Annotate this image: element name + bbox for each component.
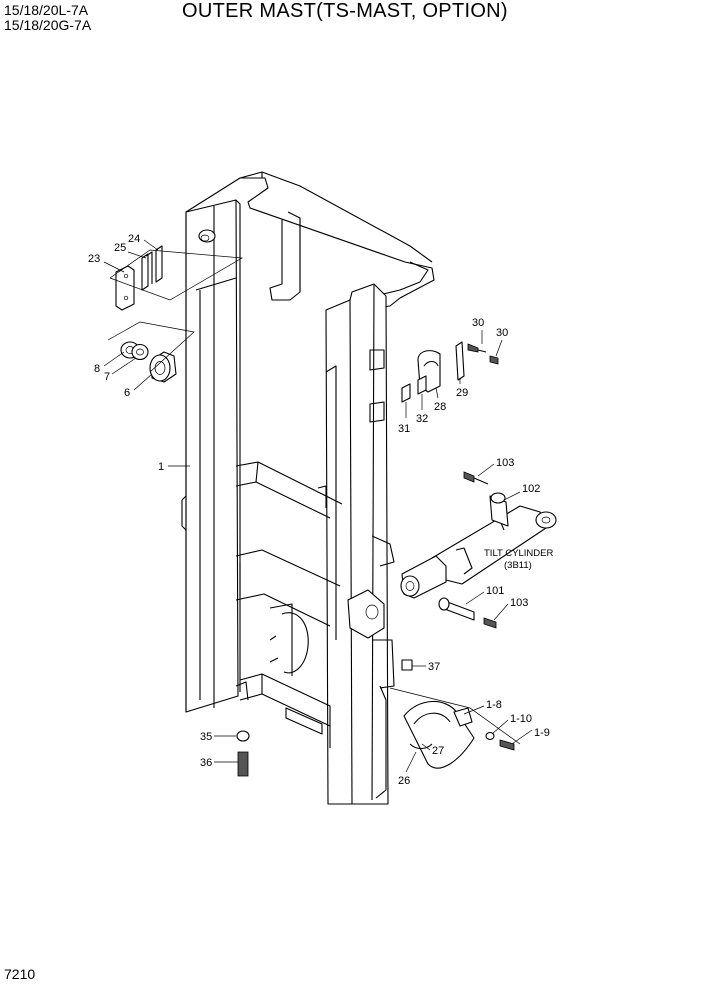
part-35-washer — [236, 730, 250, 742]
callout-23: 23 — [88, 253, 100, 265]
leader-lines — [103, 239, 533, 773]
part-29-bracket — [455, 341, 465, 381]
callout-28: 28 — [434, 401, 446, 413]
side-roller — [198, 229, 216, 243]
callout-102: 102 — [522, 483, 540, 495]
part-31-plate — [401, 383, 411, 403]
callout-30b: 30 — [496, 327, 508, 339]
callout-36: 36 — [200, 757, 212, 769]
callout-32: 32 — [416, 413, 428, 425]
callout-8: 8 — [94, 363, 100, 375]
right-upright-rail — [325, 283, 395, 805]
callout-35: 35 — [200, 731, 212, 743]
part-103-bolt-lower — [483, 617, 497, 629]
callout-6: 6 — [124, 387, 130, 399]
tilt-cylinder-ref: (3B11) — [504, 560, 532, 571]
callout-31: 31 — [398, 423, 410, 435]
part-103-bolt-upper — [463, 471, 489, 485]
part-6-bearing — [149, 351, 177, 383]
middle-crossmember — [235, 461, 395, 627]
assembly-guide-lines-upper — [109, 249, 244, 301]
part-30-bolt-lower — [489, 355, 499, 365]
assembly-guide-lines-lower — [107, 321, 195, 373]
part-23-plate — [115, 265, 135, 311]
part-7-washer — [131, 343, 149, 361]
callout-26: 26 — [398, 775, 410, 787]
part-101-pin — [438, 597, 475, 621]
model-number-line-2: 15/18/20G-7A — [4, 17, 92, 33]
callout-1-8: 1-8 — [486, 699, 502, 711]
callout-103a: 103 — [496, 457, 514, 469]
lower-crossmember — [235, 603, 331, 748]
tilt-cylinder-label: TILT CYLINDER — [484, 548, 553, 559]
part-24-shim — [155, 245, 163, 283]
callout-1-10: 1-10 — [510, 713, 532, 725]
part-32-plate — [417, 375, 427, 395]
model-number-line-1: 15/18/20L-7A — [4, 2, 89, 18]
callout-1: 1 — [158, 461, 164, 473]
part-37-grease-nipple — [401, 659, 413, 671]
part-1-9-bolt — [499, 739, 515, 751]
callout-27: 27 — [432, 745, 444, 757]
assembly-guide-lines-cap — [389, 687, 521, 745]
part-27-shim — [409, 743, 433, 750]
callout-25: 25 — [114, 242, 126, 254]
callout-24: 24 — [128, 233, 140, 245]
part-30-bolt-upper — [467, 343, 487, 353]
part-36-bolt — [237, 751, 249, 777]
callout-1-9: 1-9 — [534, 727, 550, 739]
part-102-pin — [489, 492, 509, 527]
tilt-cylinder — [400, 505, 557, 599]
left-upright-rail — [181, 199, 241, 713]
callout-7: 7 — [104, 371, 110, 383]
callout-29: 29 — [456, 387, 468, 399]
callout-101: 101 — [486, 585, 504, 597]
callout-30a: 30 — [472, 317, 484, 329]
page-number: 7210 — [4, 966, 36, 982]
part-25-shim — [141, 251, 153, 291]
tilt-cylinder-mount-bracket — [347, 589, 385, 639]
callout-37: 37 — [428, 661, 440, 673]
part-1-10-washer — [485, 731, 495, 741]
callout-103b: 103 — [510, 597, 528, 609]
page-title: OUTER MAST(TS-MAST, OPTION) — [182, 0, 508, 22]
